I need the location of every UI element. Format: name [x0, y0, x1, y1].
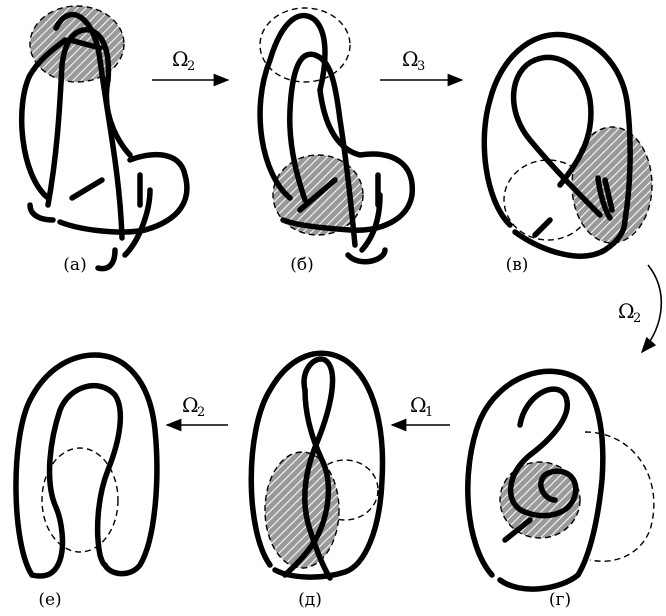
move-subscript: 1: [425, 405, 433, 420]
panel-label-b: (б): [290, 255, 314, 275]
move-arrow-5: Ω 2: [167, 393, 228, 425]
panel-label-a: (а): [63, 255, 86, 275]
panel-d: (д): [251, 353, 382, 610]
move-subscript: 2: [197, 405, 205, 420]
knot-strand: [362, 195, 380, 250]
panel-label-g: (г): [549, 590, 571, 610]
panel-label-d: (д): [298, 590, 322, 610]
move-arrow-3: Ω 2: [618, 265, 661, 352]
knot-strand: [72, 180, 102, 198]
panel-g: (г): [468, 371, 654, 610]
reidemeister-region-g-dashed: [585, 432, 654, 561]
panel-label-v: (в): [506, 255, 529, 275]
knot-strand: [535, 220, 550, 235]
panel-e: (е): [16, 355, 157, 610]
panel-a: (а): [22, 6, 187, 275]
move-arrow-4: Ω 1: [392, 393, 450, 425]
move-subscript: 2: [633, 311, 641, 326]
knot-strand: [348, 250, 385, 262]
move-arrow-1: Ω 2: [152, 47, 228, 80]
knot-strand: [500, 575, 578, 589]
move-subscript: 3: [417, 59, 425, 74]
panel-b: (б): [260, 8, 412, 275]
panel-v: (в): [484, 34, 652, 275]
move-arrow-2: Ω 3: [380, 47, 462, 80]
knot-strand: [98, 250, 115, 269]
panel-label-e: (е): [38, 590, 61, 610]
move-subscript: 2: [187, 59, 195, 74]
